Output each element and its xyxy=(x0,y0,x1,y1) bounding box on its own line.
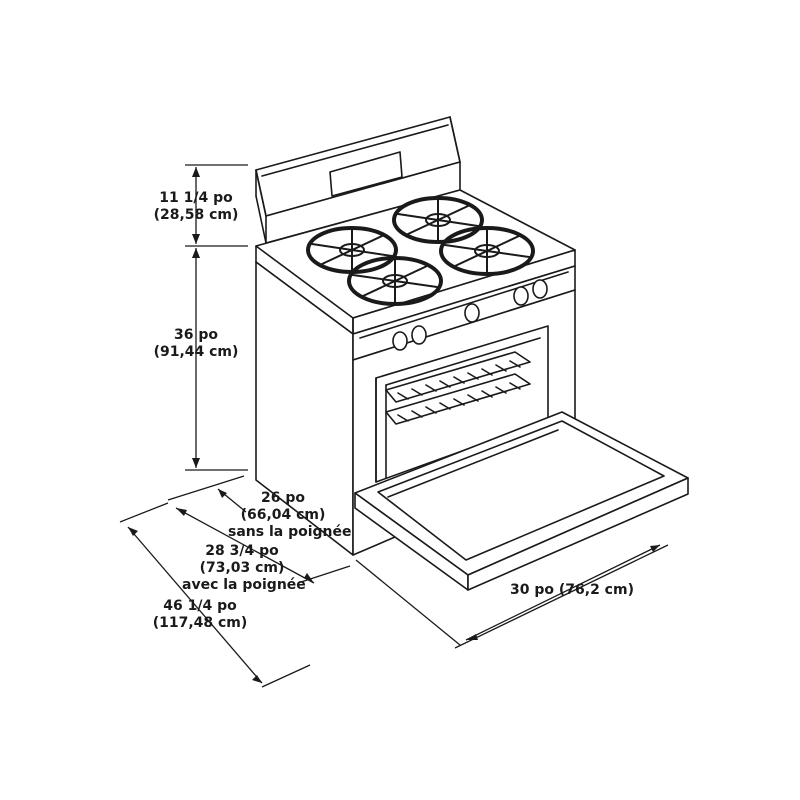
dimension-arrowheads xyxy=(128,167,660,683)
depth-no-handle-imperial: 26 po xyxy=(261,490,305,506)
dimension-lines xyxy=(119,164,669,688)
backguard-height-metric: (28,58 cm) xyxy=(153,207,239,223)
backguard xyxy=(255,116,461,244)
depth-door-open-imperial: 46 1/4 po xyxy=(163,598,237,614)
cooktop-height-label: 36 po (91,44 cm) xyxy=(144,327,248,361)
oven-rack-icon xyxy=(385,351,531,425)
door-window xyxy=(377,420,665,561)
clock-display xyxy=(329,151,403,197)
oven-door-open xyxy=(354,411,689,591)
depth-with-handle-imperial: 28 3/4 po xyxy=(205,543,279,559)
cooktop-height-metric: (91,44 cm) xyxy=(153,344,239,360)
cooktop-height-imperial: 36 po xyxy=(174,327,218,343)
depth-door-open-metric: (117,48 cm) xyxy=(152,615,248,631)
depth-no-handle-note: sans la poignée xyxy=(228,524,352,540)
depth-with-handle-label: 28 3/4 po (73,03 cm) avec la poignée xyxy=(182,543,306,594)
depth-no-handle-label: 26 po (66,04 cm) sans la poignée xyxy=(228,490,352,541)
burner-grate-icon xyxy=(306,196,535,306)
depth-with-handle-metric: (73,03 cm) xyxy=(199,560,285,576)
width-text: 30 po (76,2 cm) xyxy=(510,582,634,598)
depth-door-open-label: 46 1/4 po (117,48 cm) xyxy=(144,598,256,632)
backguard-height-imperial: 11 1/4 po xyxy=(159,190,233,206)
width-label: 30 po (76,2 cm) xyxy=(510,582,634,599)
depth-no-handle-metric: (66,04 cm) xyxy=(240,507,326,523)
backguard-height-label: 11 1/4 po (28,58 cm) xyxy=(140,190,252,224)
control-knob-icon xyxy=(392,279,548,351)
depth-with-handle-note: avec la poignée xyxy=(182,577,306,593)
